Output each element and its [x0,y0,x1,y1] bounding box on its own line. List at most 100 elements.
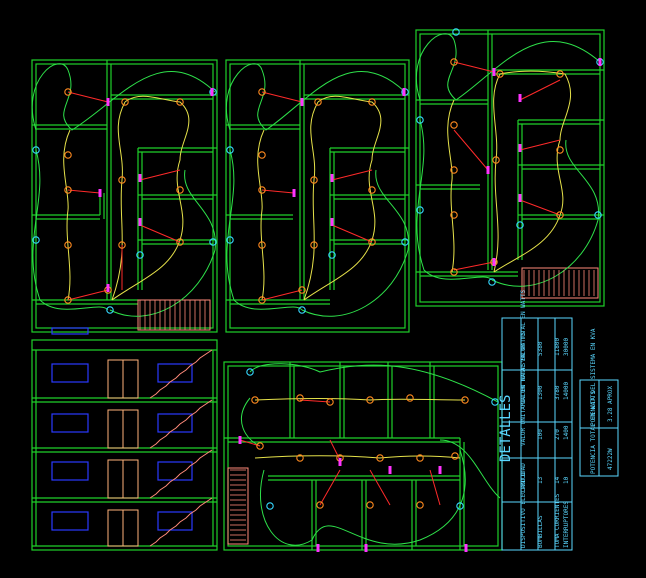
bulb-icon [416,454,424,462]
bulb-icon [450,166,458,174]
bulb-icon [64,241,72,249]
outlet-icon [226,236,234,244]
bulb-icon [256,442,264,450]
elevation-doors [107,359,139,547]
bulb-icon [258,296,266,304]
potencia-total-value: 47222W [607,448,614,470]
row-bombillas-cantidad: 13 [537,476,544,484]
floor-plan-1 [31,59,218,333]
bulb-icon [368,186,376,194]
bulb-icon [258,151,266,159]
switch-icon [300,98,304,106]
row-bombillas-label: BOMBILLAS [537,515,544,548]
row-toma-total: 3780 [554,385,561,400]
potencia-kva-header: POTENCIA DEL SISTEMA EN KVA [590,328,597,426]
building-elevation [31,339,218,551]
switch-icon [316,544,320,552]
outlet-icon [32,236,40,244]
bulb-icon [64,186,72,194]
switch-icon [210,88,214,96]
elevation-windows [51,363,193,531]
switch-icon [388,466,392,474]
switch-icon [138,174,142,182]
row-toma-unitario: 270 [554,429,561,440]
bulb-icon [366,501,374,509]
bulb-icon [556,211,564,219]
header-valor-total-2: VALOR TOTAL EN WATTS [520,289,527,362]
bulb-icon [176,98,184,106]
bulb-icon [450,58,458,66]
bulb-icon [556,146,564,154]
stairs-4 [227,467,249,545]
bulb-icon [496,70,504,78]
outlet-icon [209,238,217,246]
row-toma-extra: 11800 [554,338,561,356]
row-interruptores-cantidad: 10 [563,476,570,484]
stairs-3 [521,267,599,299]
window-1 [51,327,89,335]
switch-icon [106,284,110,292]
bulb-icon [450,268,458,276]
switch-icon [238,436,242,444]
outlet-icon [516,221,524,229]
light-fixtures [32,28,604,510]
row-interruptores-label: INTERRUPTORES [563,501,570,548]
bulb-icon [326,398,334,406]
potencia-total-header: POTENCIA TOTAL EN WATTS [590,391,597,474]
switch-icon [338,458,342,466]
bulb-icon [118,241,126,249]
outlet-icon [226,146,234,154]
bulb-icon [450,121,458,129]
switch-icon [518,94,522,102]
bulb-icon [258,186,266,194]
stairs-1 [137,299,211,331]
outlet-icon [266,502,274,510]
switch-icon [138,218,142,226]
switch-icon [438,466,442,474]
switch-icon [106,98,110,106]
switch-icon [292,189,296,197]
bulb-icon [176,186,184,194]
header-valor-total: VALOR TOTAL EN WATTS [520,331,527,404]
row-bombillas-extra: 5380 [537,341,544,356]
bulb-icon [368,98,376,106]
bulb-icon [310,176,318,184]
outlet-icon [594,211,602,219]
header-valor-unitario: VALOR UNITARIO EN WATTS [520,363,527,446]
bulb-icon [258,241,266,249]
header-cantidad: CANTIDAD [520,463,527,492]
outlet-icon [491,398,499,406]
bulb-icon [366,396,374,404]
switch-icon [492,68,496,76]
elevation-stairs [149,349,213,547]
switch-icon [330,218,334,226]
switch-icon [492,258,496,266]
bulb-icon [298,286,306,294]
bulb-icon [316,501,324,509]
stair-treads [230,469,246,541]
switch-icon [402,88,406,96]
row-interruptores-extra: 30000 [563,338,570,356]
bulb-icon [64,151,72,159]
bulb-icon [450,211,458,219]
row-interruptores-total: 14000 [563,382,570,400]
outlet-icon [136,251,144,259]
potencia-cells: POTENCIA TOTAL EN WATTS POTENCIA DEL SIS… [590,328,614,474]
bulb-icon [64,296,72,304]
row-toma-cantidad: 14 [554,476,561,484]
outlet-icon [452,28,460,36]
switch-icon [598,58,602,66]
row-bombillas-unitario: 100 [537,429,544,440]
switch-icon [518,194,522,202]
bulb-icon [176,238,184,246]
outlet-icon [416,206,424,214]
bulb-icon [296,394,304,402]
outlet-icon [328,251,336,259]
header-dispositivo: DISPOSITIVO ELECTRICO [520,472,527,548]
bulb-icon [492,156,500,164]
row-toma-label: TOMA CORRIENTES [554,493,561,548]
bulb-icon [64,88,72,96]
bulb-icon [556,70,564,78]
